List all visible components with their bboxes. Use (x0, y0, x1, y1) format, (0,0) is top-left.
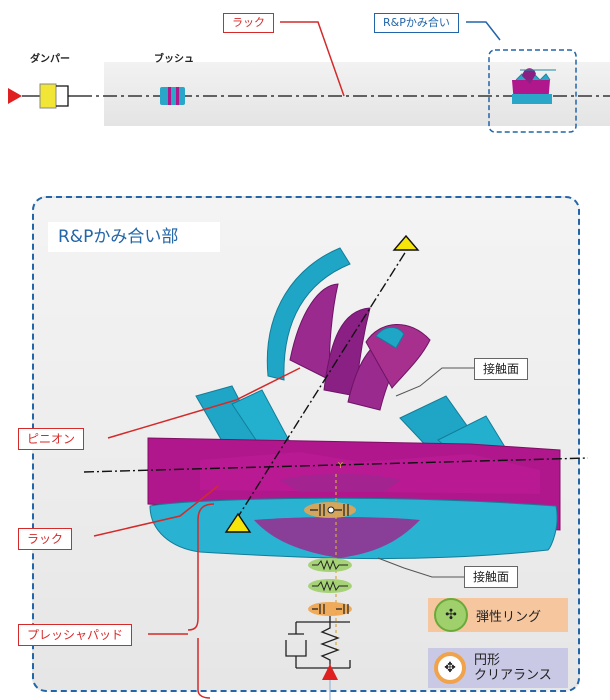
clearance-legend-line2: クリアランス (474, 668, 552, 683)
panel-title: R&Pかみ合い部 (48, 222, 220, 252)
pad-spring-damper (286, 616, 350, 668)
rack-label: ラック (18, 528, 72, 550)
damper-label: ダンパー (30, 50, 70, 65)
svg-text:Y: Y (337, 461, 343, 470)
rack-leader-line (280, 22, 344, 96)
damper-arrow (8, 88, 22, 104)
overview-diagram (0, 0, 610, 140)
pad-ground-marker (322, 664, 338, 680)
pressure-pad-label: プレッシャパッド (18, 624, 132, 646)
contact-patch-top (280, 474, 400, 492)
elastic-ring-legend-text: 弾性リング (476, 606, 541, 625)
legend-elastic-ring: ✣ 弾性リング (428, 598, 568, 632)
elastic-ring-element-2 (308, 579, 352, 593)
elastic-ring-element-1 (308, 558, 352, 572)
mesh-leader-line (466, 22, 500, 40)
clearance-element-top (304, 502, 356, 518)
contact-surface-label-top: 接触面 (474, 358, 528, 380)
elastic-ring-icon: ✣ (434, 598, 468, 632)
contact-leader-bottom (378, 558, 464, 577)
clearance-icon: ✥ (434, 652, 466, 684)
contact-leader-top (396, 368, 474, 396)
mesh-thumbnail (512, 68, 556, 104)
clearance-element-bottom (308, 602, 352, 616)
pinion-label: ピニオン (18, 428, 84, 450)
contact-surface-label-bottom: 接触面 (464, 566, 518, 588)
legend-clearance: ✥ 円形 クリアランス (428, 648, 568, 688)
bush-label: ブッシュ (154, 50, 194, 65)
clearance-legend-text: 円形 クリアランス (474, 653, 552, 683)
clearance-legend-line1: 円形 (474, 653, 552, 668)
damper-block (40, 84, 56, 108)
top-rack-label: ラック (223, 13, 274, 33)
top-mesh-label: R&Pかみ合い (374, 13, 459, 33)
bush-shape (160, 87, 185, 105)
pinion-axis-marker-top (394, 236, 418, 250)
